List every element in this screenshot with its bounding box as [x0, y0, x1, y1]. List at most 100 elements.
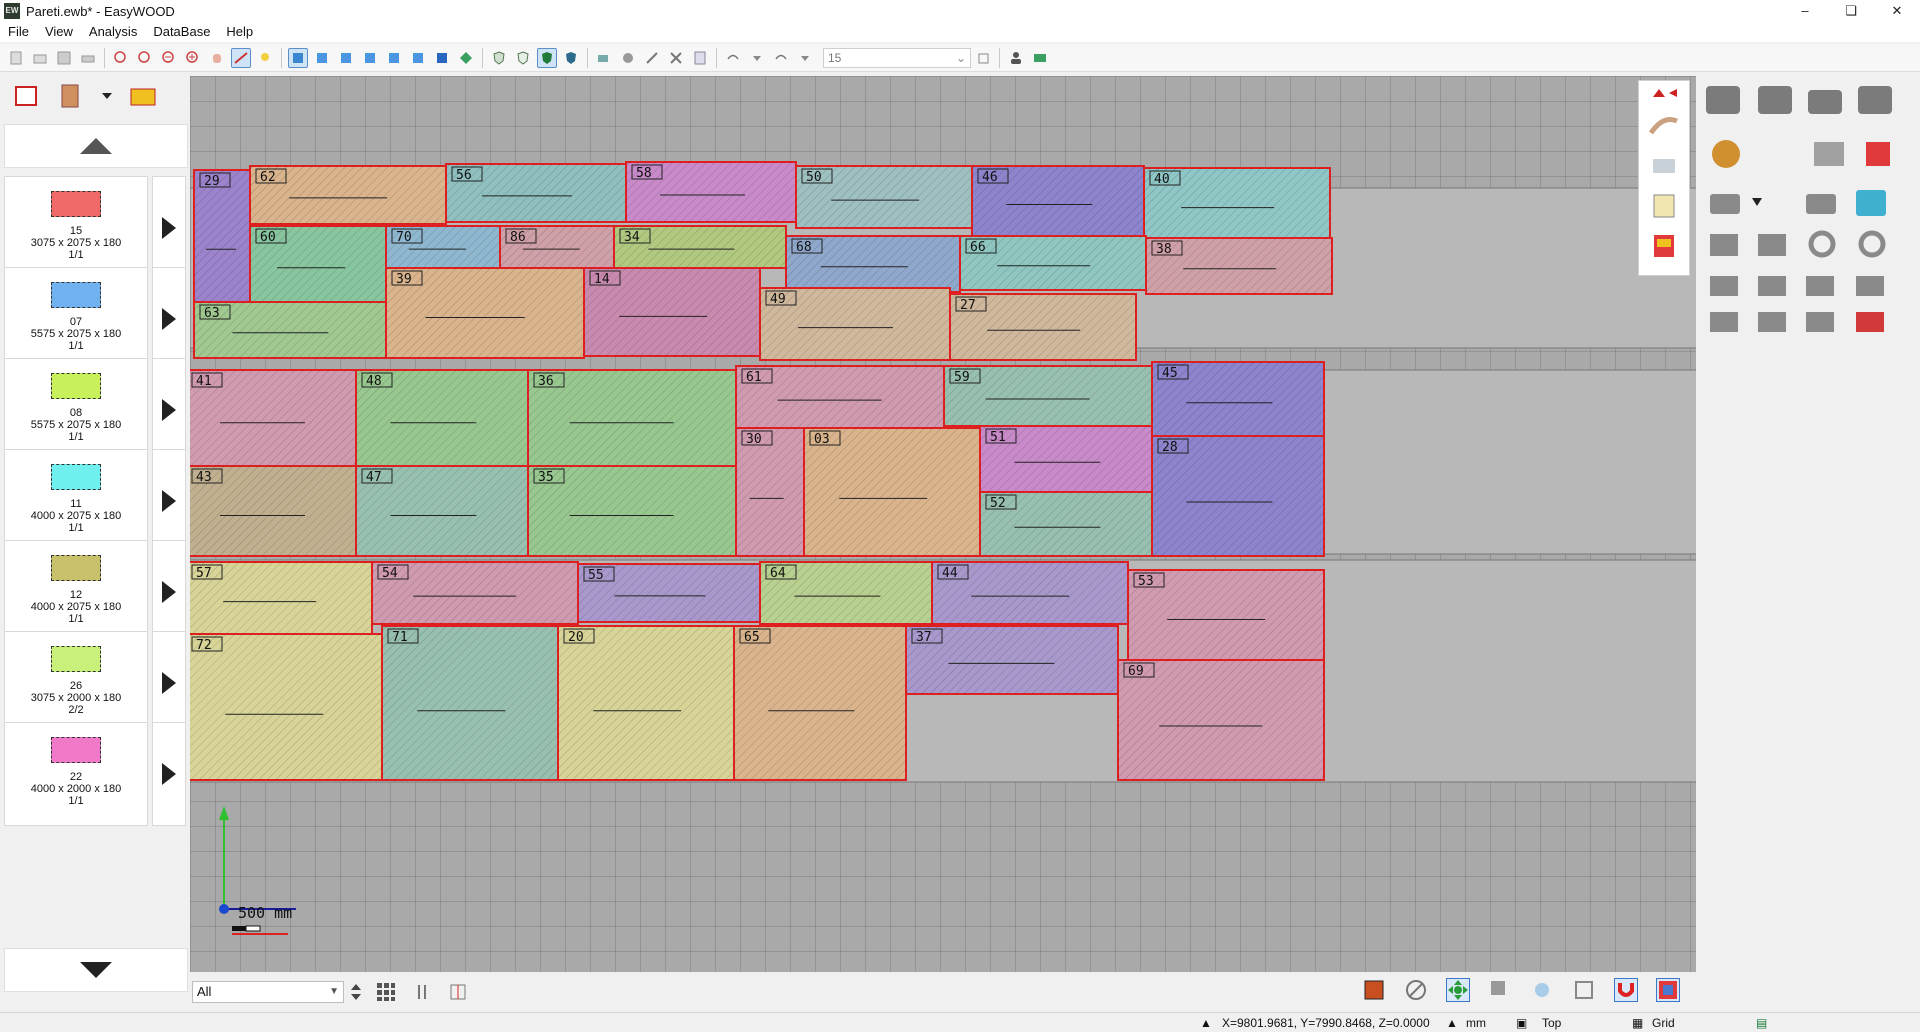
- nested-piece[interactable]: 27: [949, 293, 1137, 361]
- restore-icon[interactable]: ❏: [1845, 3, 1857, 18]
- grid-view-icon[interactable]: [374, 980, 398, 1004]
- nested-piece[interactable]: 62: [249, 165, 447, 225]
- panel-insert-button[interactable]: [152, 176, 186, 280]
- menu-file[interactable]: File: [8, 24, 29, 39]
- frame-icon[interactable]: [1572, 978, 1596, 1002]
- nested-piece[interactable]: 46: [971, 165, 1145, 237]
- zoom-out-icon[interactable]: [159, 48, 179, 68]
- edit-piece-icon[interactable]: [1488, 978, 1512, 1002]
- open-file-icon[interactable]: [30, 48, 50, 68]
- user-icon[interactable]: [1006, 48, 1026, 68]
- report-icon[interactable]: [690, 48, 710, 68]
- layer-combo[interactable]: 15 ⌄: [823, 47, 971, 68]
- hand-icon[interactable]: [1647, 111, 1681, 141]
- magnet-icon[interactable]: [1614, 978, 1638, 1002]
- nested-piece[interactable]: 63: [193, 301, 387, 359]
- nested-piece[interactable]: 30: [735, 427, 805, 557]
- nested-piece[interactable]: 54: [371, 561, 579, 625]
- minimize-icon[interactable]: –: [1801, 3, 1809, 18]
- panel-list-icon[interactable]: [12, 81, 42, 111]
- render-icon[interactable]: [594, 48, 614, 68]
- nested-piece[interactable]: 55: [577, 563, 761, 623]
- nested-piece[interactable]: 49: [759, 287, 951, 361]
- redo-icon[interactable]: [771, 48, 791, 68]
- print-icon[interactable]: [78, 48, 98, 68]
- nested-piece[interactable]: 57: [190, 561, 373, 635]
- sort-icon[interactable]: [410, 980, 434, 1004]
- view-back-icon[interactable]: [336, 48, 356, 68]
- undo-dropdown-icon[interactable]: [747, 48, 767, 68]
- nested-piece[interactable]: 48: [355, 369, 529, 467]
- panel-insert-button[interactable]: [152, 540, 186, 644]
- unit-label[interactable]: mm: [1466, 1016, 1486, 1030]
- sheet-tool-icon[interactable]: [1362, 978, 1386, 1002]
- nested-piece[interactable]: 39: [385, 267, 585, 359]
- nested-piece[interactable]: 47: [355, 465, 529, 557]
- nested-piece[interactable]: 59: [943, 365, 1153, 427]
- nested-piece[interactable]: 60: [249, 225, 387, 303]
- panel-insert-button[interactable]: [152, 449, 186, 553]
- nested-piece[interactable]: 56: [445, 163, 627, 223]
- zoom-extents-icon[interactable]: [135, 48, 155, 68]
- shield-outline-icon[interactable]: [489, 48, 509, 68]
- nested-piece[interactable]: 64: [759, 561, 933, 625]
- menu-view[interactable]: View: [44, 24, 73, 39]
- nested-piece[interactable]: 45: [1151, 361, 1325, 437]
- panel-insert-button[interactable]: [152, 267, 186, 371]
- nested-piece[interactable]: 66: [959, 235, 1147, 291]
- shield-filled-icon[interactable]: [537, 47, 557, 68]
- nested-piece[interactable]: 58: [625, 161, 797, 223]
- nested-piece[interactable]: 43: [190, 465, 357, 557]
- nested-piece[interactable]: 37: [905, 625, 1119, 695]
- view-orbit-icon[interactable]: [456, 48, 476, 68]
- nested-piece[interactable]: 28: [1151, 435, 1325, 557]
- robot-icon[interactable]: [618, 48, 638, 68]
- chevron-down-icon[interactable]: [100, 81, 114, 111]
- move-pieces-icon[interactable]: [1446, 978, 1470, 1002]
- undo-icon[interactable]: [723, 48, 743, 68]
- nested-piece[interactable]: 29: [193, 169, 255, 315]
- nested-piece[interactable]: 50: [795, 165, 973, 229]
- nested-piece[interactable]: 41: [190, 369, 357, 467]
- nested-piece[interactable]: 52: [979, 491, 1153, 557]
- color-book-icon[interactable]: [1647, 231, 1681, 261]
- view-top-icon[interactable]: [408, 48, 428, 68]
- scroll-down-button[interactable]: [4, 948, 188, 992]
- shield-dark-icon[interactable]: [561, 48, 581, 68]
- nested-piece[interactable]: 20: [557, 625, 735, 781]
- up-arrows-icon[interactable]: [1647, 85, 1681, 115]
- menu-database[interactable]: DataBase: [153, 24, 211, 39]
- fence-icon[interactable]: [1647, 151, 1681, 181]
- view-right-icon[interactable]: [384, 48, 404, 68]
- zoom-window-icon[interactable]: [111, 48, 131, 68]
- nested-piece[interactable]: 36: [527, 369, 737, 467]
- no-entry-icon[interactable]: [1404, 978, 1428, 1002]
- nested-piece[interactable]: 14: [583, 267, 761, 357]
- copy-icon[interactable]: [973, 48, 993, 68]
- redo-dropdown-icon[interactable]: [795, 48, 815, 68]
- shield-light-icon[interactable]: [513, 48, 533, 68]
- nested-piece[interactable]: 53: [1127, 569, 1325, 661]
- nested-piece[interactable]: 40: [1143, 167, 1331, 241]
- move-light-icon[interactable]: [1530, 978, 1554, 1002]
- pen-icon[interactable]: [642, 48, 662, 68]
- view-front-icon[interactable]: [312, 48, 332, 68]
- spin-buttons[interactable]: [348, 980, 364, 1004]
- nested-piece[interactable]: 69: [1117, 659, 1325, 781]
- notepad-icon[interactable]: [1647, 191, 1681, 221]
- menu-analysis[interactable]: Analysis: [88, 24, 138, 39]
- zoom-in-icon[interactable]: [183, 48, 203, 68]
- nested-piece[interactable]: 38: [1145, 237, 1333, 295]
- nested-piece[interactable]: 03: [803, 427, 981, 557]
- tools-icon[interactable]: [666, 48, 686, 68]
- view-left-icon[interactable]: [360, 48, 380, 68]
- nested-piece[interactable]: 68: [785, 235, 961, 293]
